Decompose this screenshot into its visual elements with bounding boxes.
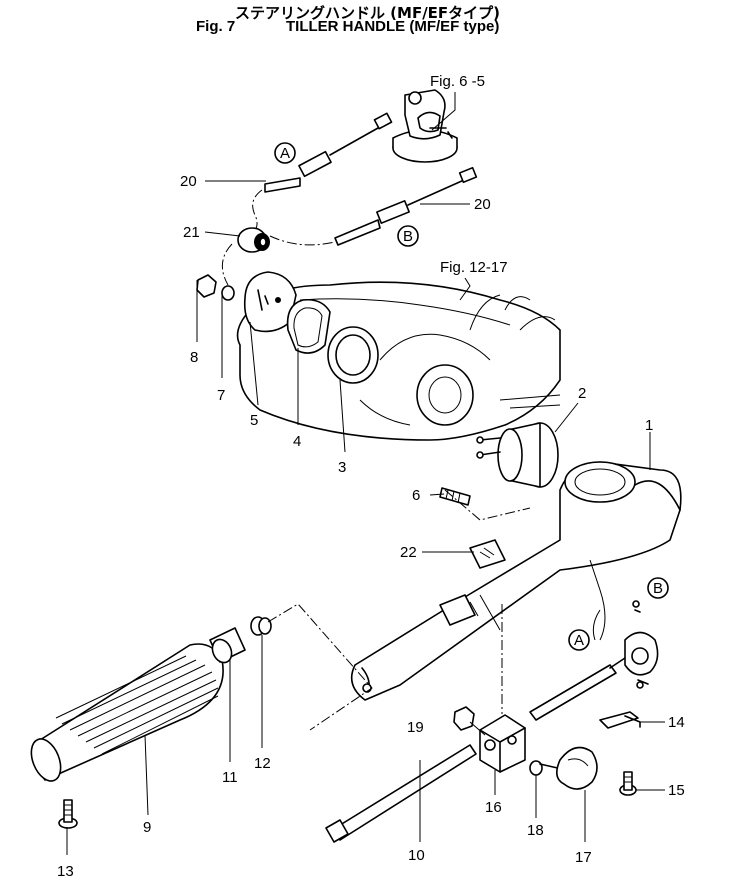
friction-clamp bbox=[479, 714, 526, 773]
part-label-10: 10 bbox=[408, 847, 425, 864]
part-label-19: 19 bbox=[407, 719, 424, 736]
leader-lines bbox=[66, 180, 665, 855]
ref-fig-6-5: Fig. 6 -5 bbox=[430, 73, 485, 90]
handle-bushing bbox=[476, 422, 559, 488]
page-title-japanese: ステアリングハンドル (MF/EFタイプ) bbox=[234, 4, 501, 22]
part-label-4: 4 bbox=[293, 433, 301, 450]
grip-collar bbox=[209, 627, 246, 664]
tiller-handle-body bbox=[350, 461, 682, 701]
marker-a-top: A bbox=[274, 142, 296, 164]
grip-bushing bbox=[250, 616, 272, 636]
figure-number: Fig. 7 bbox=[196, 18, 236, 35]
part-label-14: 14 bbox=[668, 714, 685, 731]
throttle-pin bbox=[599, 711, 639, 729]
part-label-22: 22 bbox=[400, 544, 417, 561]
part-label-12: 12 bbox=[254, 755, 271, 772]
marker-b-top: B bbox=[397, 225, 419, 247]
cable-plate bbox=[243, 271, 297, 333]
grip-screw bbox=[58, 799, 78, 829]
gasket bbox=[286, 298, 331, 354]
page-title: TILLER HANDLE (MF/EF type) bbox=[286, 18, 500, 35]
part-label-8: 8 bbox=[190, 349, 198, 366]
part-label-15: 15 bbox=[668, 782, 685, 799]
part-label-16: 16 bbox=[485, 799, 502, 816]
throttle-cable-a bbox=[244, 112, 393, 241]
stopper-screw bbox=[619, 771, 637, 796]
lock-washer bbox=[221, 285, 235, 301]
throttle-cable-b bbox=[269, 166, 478, 246]
part-label-13: 13 bbox=[57, 863, 74, 880]
marker-b-right: B bbox=[647, 577, 669, 599]
svg-text:A: A bbox=[574, 632, 584, 649]
part-label-9: 9 bbox=[143, 819, 151, 836]
part-label-7: 7 bbox=[217, 387, 225, 404]
part-label-18: 18 bbox=[527, 822, 544, 839]
seal-ring bbox=[327, 326, 379, 384]
part-label-20-right: 20 bbox=[474, 196, 491, 213]
hex-nut bbox=[196, 274, 217, 298]
part-label-11: 11 bbox=[222, 769, 238, 786]
part-label-3: 3 bbox=[338, 459, 346, 476]
part-label-17: 17 bbox=[575, 849, 592, 866]
part-label-5: 5 bbox=[250, 412, 258, 429]
svg-text:B: B bbox=[403, 228, 413, 245]
part-label-2: 2 bbox=[578, 385, 586, 402]
svg-text:B: B bbox=[653, 580, 663, 597]
decal-plate bbox=[469, 539, 506, 569]
handle-grip bbox=[30, 643, 224, 782]
marker-a-right: A bbox=[568, 629, 590, 651]
throttle-shaft bbox=[529, 600, 659, 721]
clamp-nut bbox=[453, 706, 475, 731]
friction-knob bbox=[539, 746, 598, 790]
throttle-rod bbox=[325, 744, 477, 843]
part-label-6: 6 bbox=[412, 487, 420, 504]
clamp-washer bbox=[529, 760, 543, 776]
ref-fig-12-17: Fig. 12-17 bbox=[440, 259, 508, 276]
part-label-1: 1 bbox=[645, 417, 653, 434]
pivot-bolt bbox=[439, 487, 471, 506]
svg-text:A: A bbox=[280, 145, 290, 162]
part-label-21: 21 bbox=[183, 224, 200, 241]
steering-bracket-ref bbox=[392, 89, 458, 163]
part-label-20-left: 20 bbox=[180, 173, 197, 190]
cable-grommet bbox=[237, 227, 270, 253]
